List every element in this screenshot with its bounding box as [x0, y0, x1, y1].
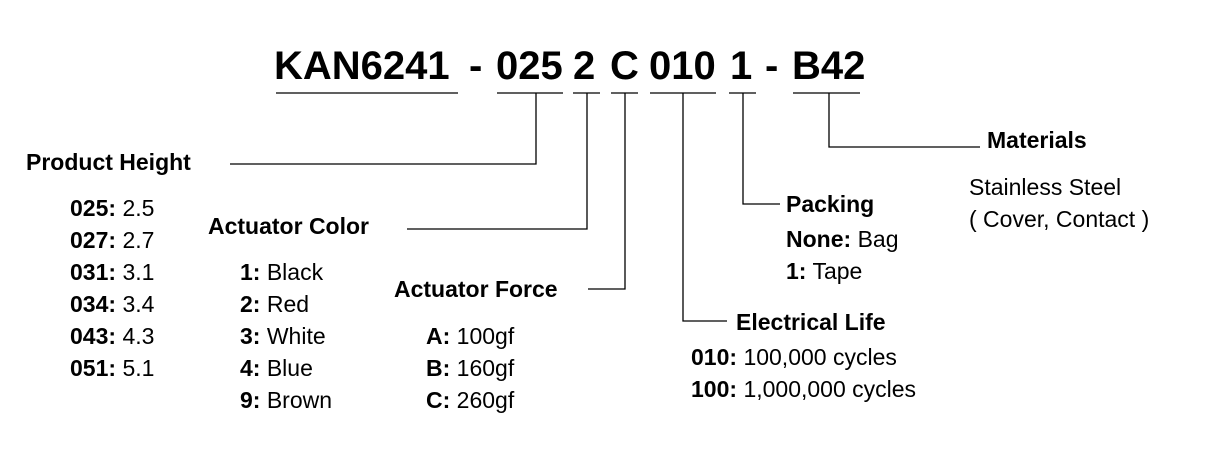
list-item: 034: 3.4 — [70, 291, 155, 317]
code-separator: - — [469, 44, 483, 88]
list-item: 2: Red — [240, 291, 310, 317]
packing-title: Packing — [786, 191, 875, 217]
list-item: None: Bag — [786, 226, 899, 252]
list-item: 051: 5.1 — [70, 355, 155, 381]
list-item: B: 160gf — [426, 355, 515, 381]
list-item: 025: 2.5 — [70, 195, 155, 221]
list-item: 010: 100,000 cycles — [691, 344, 897, 370]
materials-line-1: Stainless Steel — [969, 174, 1122, 200]
list-item: 043: 4.3 — [70, 323, 155, 349]
connector-materials — [828, 93, 980, 148]
code-height: 025 — [496, 44, 563, 88]
code-base: KAN6241 — [274, 44, 450, 88]
code-force: C — [610, 44, 639, 88]
product-height-list: 025: 2.5 027: 2.7 031: 3.1 034: 3.4 043:… — [70, 192, 154, 384]
actuator-color-list: 1: Black 2: Red 3: White 4: Blue 9: Brow… — [240, 256, 332, 416]
list-item: 031: 3.1 — [70, 259, 155, 285]
actuator-force-list: A: 100gf B: 160gf C: 260gf — [426, 320, 514, 416]
code-separator-2: - — [765, 44, 779, 88]
list-item: 100: 1,000,000 cycles — [691, 376, 917, 402]
code-life: 010 — [649, 44, 716, 88]
list-item: 1: Black — [240, 259, 324, 285]
list-item: A: 100gf — [426, 323, 515, 349]
connector-force — [588, 93, 626, 290]
connector-life — [682, 93, 727, 322]
packing-list: None: Bag 1: Tape — [786, 223, 899, 287]
list-item: 3: White — [240, 323, 326, 349]
code-materials: B42 — [792, 44, 866, 88]
connector-packing — [742, 93, 780, 205]
list-item: 4: Blue — [240, 355, 313, 381]
electrical-life-title: Electrical Life — [736, 309, 886, 335]
electrical-life-list: 010: 100,000 cycles 100: 1,000,000 cycle… — [691, 341, 916, 405]
list-item: 027: 2.7 — [70, 227, 155, 253]
code-color: 2 — [573, 44, 596, 88]
actuator-force-title: Actuator Force — [394, 276, 558, 302]
product-height-title: Product Height — [26, 149, 191, 175]
list-item: 1: Tape — [786, 258, 863, 284]
list-item: C: 260gf — [426, 387, 515, 413]
code-packing: 1 — [730, 44, 753, 88]
actuator-color-title: Actuator Color — [208, 213, 369, 239]
materials-line-2: ( Cover, Contact ) — [969, 206, 1150, 232]
connector-color — [407, 93, 588, 230]
connector-height — [230, 93, 537, 165]
list-item: 9: Brown — [240, 387, 333, 413]
materials-title: Materials — [987, 127, 1087, 153]
